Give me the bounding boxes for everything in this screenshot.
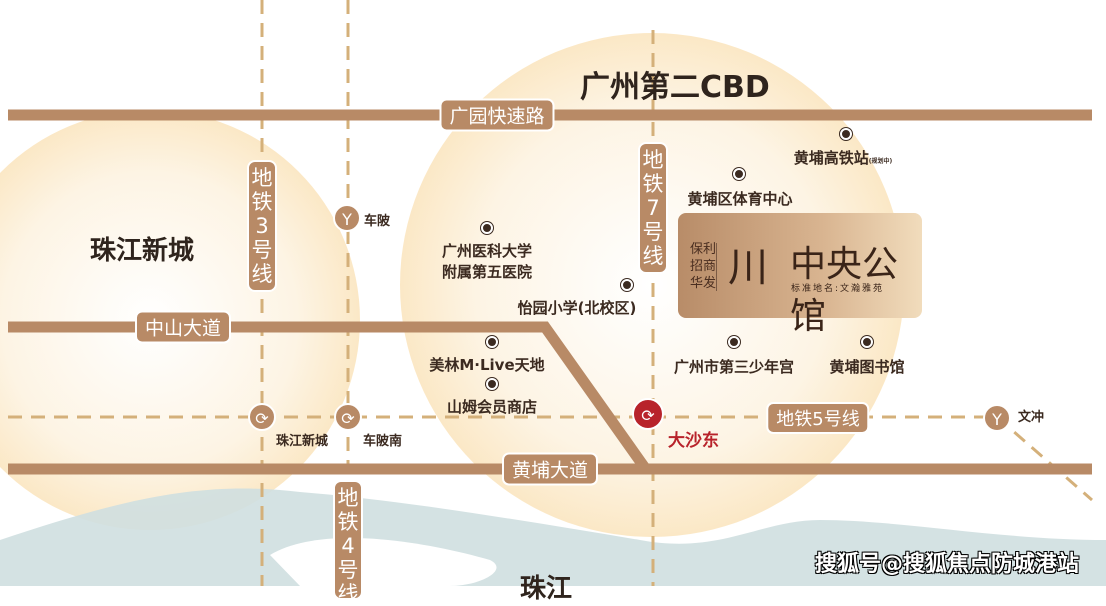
project-developers: 保利 招商 华发 <box>690 242 717 291</box>
poi-dot <box>733 168 745 180</box>
poi-dot <box>840 128 852 140</box>
interchange-icon: ⟳ <box>334 403 362 431</box>
project-name: 中央公馆 <box>790 244 899 337</box>
project-logo: 川 <box>728 245 768 291</box>
metro-label-line3: 地铁3号线 <box>247 160 277 292</box>
river-island <box>270 538 497 586</box>
poi-hsr-label: 黄埔高铁站 <box>793 149 869 167</box>
metro-station-icon: Y <box>983 404 1011 432</box>
station-zhujiang-xincheng: 珠江新城 <box>276 434 329 449</box>
poi-sports-center: 黄埔区体育中心 <box>687 190 793 208</box>
poi-dot <box>486 378 498 390</box>
map-background <box>0 0 1106 586</box>
station-chebei-nan: 车陂南 <box>363 434 403 449</box>
metro-label-line5: 地铁5号线 <box>766 402 870 434</box>
poi-dot <box>621 279 633 291</box>
road-label-guangyuan: 广园快速路 <box>439 98 555 132</box>
interchange-icon-highlighted: ⟳ <box>632 398 664 430</box>
metro-station-icon: Y <box>333 204 361 232</box>
poi-sams: 山姆会员商店 <box>446 398 538 416</box>
poi-dot <box>486 336 498 348</box>
zone-label-cbd2: 广州第二CBD <box>580 70 770 105</box>
road-label-zhongshan: 中山大道 <box>134 310 232 344</box>
poi-hsr: 黄埔高铁站(规划中) <box>794 147 893 168</box>
poi-dot <box>481 222 493 234</box>
metro-label-line7: 地铁7号线 <box>638 142 668 274</box>
station-dashadong: 大沙东 <box>668 431 719 451</box>
poi-youth-palace: 广州市第三少年宫 <box>673 358 795 376</box>
road-label-huangpu: 黄埔大道 <box>501 452 599 486</box>
poi-dot <box>861 336 873 348</box>
metro-label-line4: 地铁4号线 <box>333 480 363 606</box>
station-wenchong: 文冲 <box>1018 410 1045 425</box>
poi-school: 怡园小学(北校区) <box>517 299 637 317</box>
watermark: 搜狐号@搜狐焦点防城港站 <box>815 552 1080 577</box>
project-card[interactable]: 保利 招商 华发 川 中央公馆 标准地名:文瀚雅苑 <box>678 213 922 337</box>
poi-hsr-note: (规划中) <box>868 158 893 165</box>
station-chebei: 车陂 <box>364 214 391 229</box>
poi-hospital: 广州医科大学 附属第五医院 <box>441 242 533 281</box>
poi-dot <box>728 336 740 348</box>
divider <box>716 243 717 291</box>
poi-mall: 美林M·Live天地 <box>429 356 545 374</box>
zone-label-river: 珠江 <box>520 574 573 604</box>
zone-label-zhujiang-newtown: 珠江新城 <box>90 236 195 266</box>
poi-library: 黄埔图书馆 <box>829 358 905 376</box>
interchange-icon: ⟳ <box>248 403 276 431</box>
project-sub: 标准地名:文瀚雅苑 <box>791 284 885 294</box>
